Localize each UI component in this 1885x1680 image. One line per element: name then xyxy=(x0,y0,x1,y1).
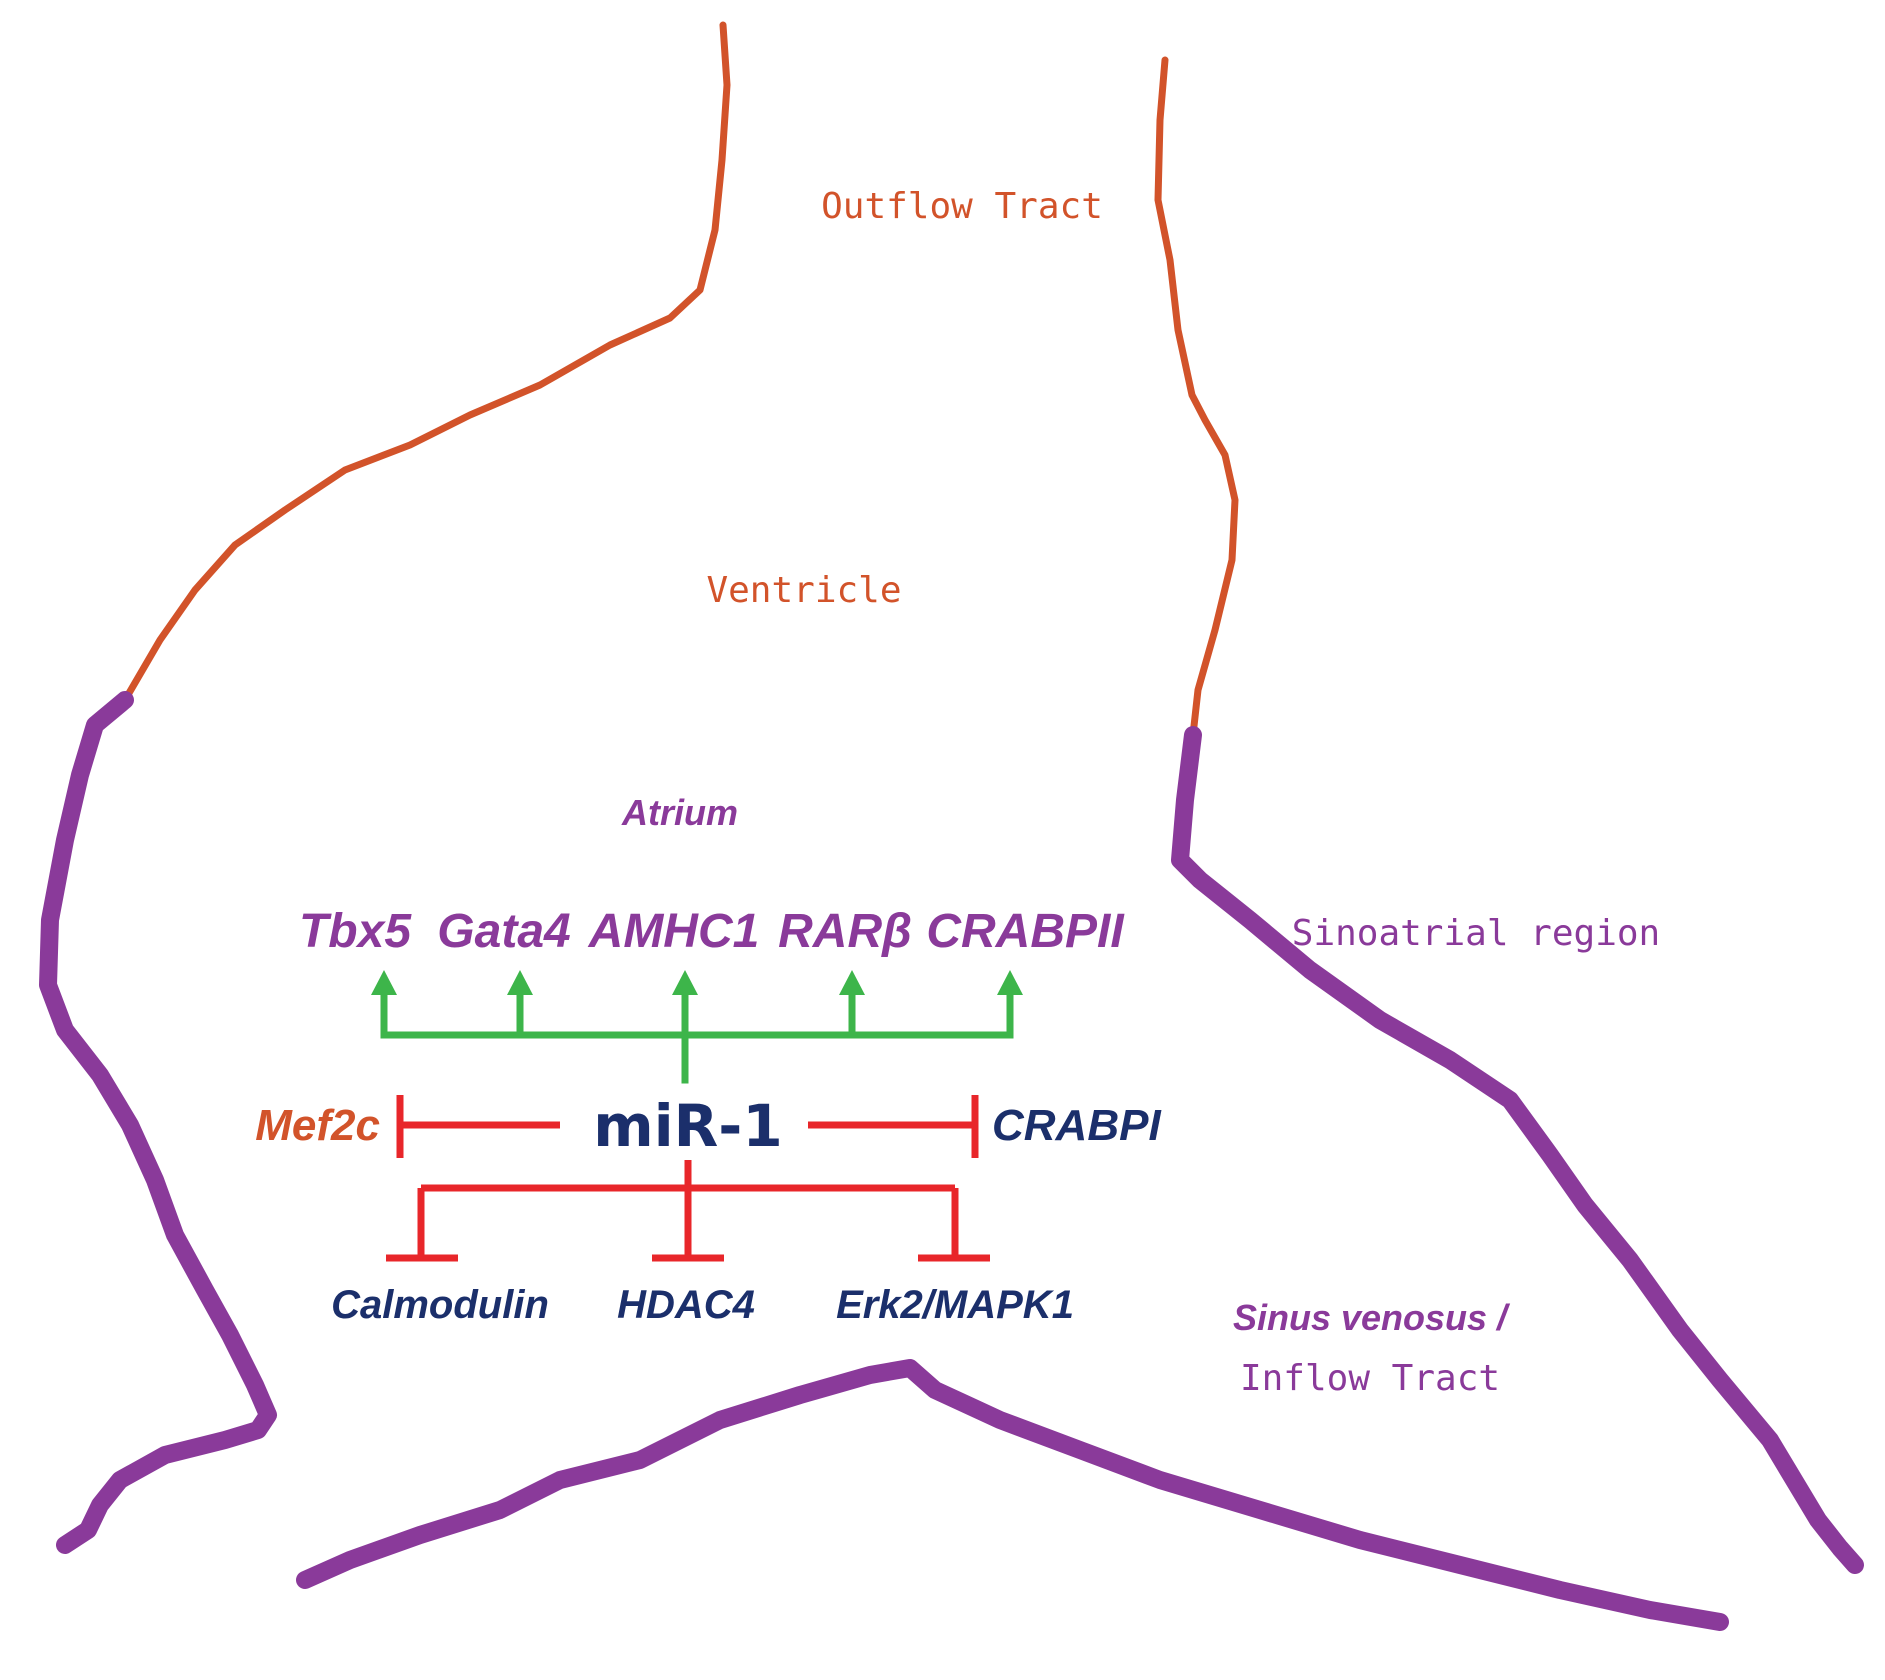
target-erk2-mapk1: Erk2/MAPK1 xyxy=(836,1283,1074,1327)
target-mef2c: Mef2c xyxy=(255,1101,380,1150)
repressed-lower-targets: Calmodulin HDAC4 Erk2/MAPK1 xyxy=(331,1283,1074,1327)
label-sinus-venosus: Sinus venosus / xyxy=(1233,1297,1511,1338)
target-hdac4: HDAC4 xyxy=(617,1283,755,1327)
arrowhead-gata4 xyxy=(507,970,533,995)
target-calmodulin: Calmodulin xyxy=(331,1283,549,1327)
right-wall-upper xyxy=(1154,56,1239,739)
target-tbx5: Tbx5 xyxy=(299,905,412,958)
left-wall-upper xyxy=(121,21,731,704)
activated-targets: Tbx5 Gata4 AMHC1 RARβ CRABPII xyxy=(299,905,1125,958)
arrowheads xyxy=(371,970,1023,995)
right-wall-lower xyxy=(1171,726,1864,1574)
label-atrium: Atrium xyxy=(621,792,738,833)
heart-outline-lower xyxy=(39,691,1864,1631)
arrowhead-amhc1 xyxy=(672,970,698,995)
arrowhead-tbx5 xyxy=(371,970,397,995)
inflow-floor xyxy=(296,1359,1729,1631)
target-rarb: RARβ xyxy=(778,905,912,958)
label-outflow-tract: Outflow Tract xyxy=(821,186,1103,227)
label-sinoatrial-region: Sinoatrial region xyxy=(1292,913,1660,954)
label-ventricle: Ventricle xyxy=(706,570,901,611)
arrowhead-rarb xyxy=(839,970,865,995)
label-inflow-tract: Inflow Tract xyxy=(1240,1358,1500,1399)
target-amhc1: AMHC1 xyxy=(588,905,760,958)
heart-outline-upper xyxy=(121,21,1239,739)
target-gata4: Gata4 xyxy=(437,905,570,958)
target-crabpi: CRABPI xyxy=(992,1101,1161,1150)
target-crabpii: CRABPII xyxy=(926,905,1125,958)
repression-bars xyxy=(386,1095,990,1262)
arrowhead-crabpii xyxy=(997,970,1023,995)
left-wall-lower xyxy=(39,691,277,1554)
mir-1-label: miR-1 xyxy=(593,1092,782,1160)
activation-arrows xyxy=(380,986,1014,1084)
